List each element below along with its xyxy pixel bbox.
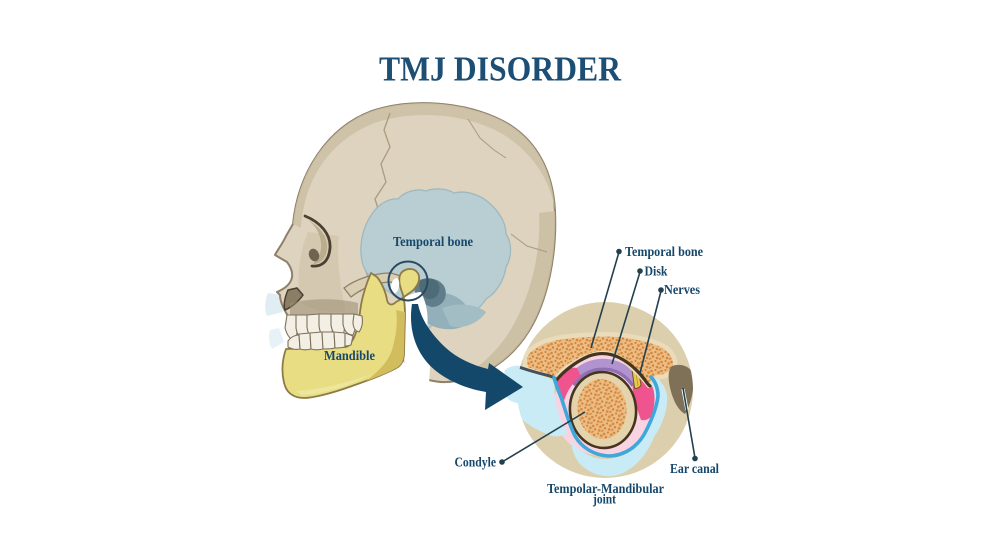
svg-text:Temporal bone: Temporal bone <box>393 235 473 250</box>
svg-text:Temporal bone: Temporal bone <box>625 244 703 259</box>
svg-text:Tempolar-Mandibular: Tempolar-Mandibular <box>547 482 664 497</box>
svg-text:Nerves: Nerves <box>664 282 700 297</box>
svg-text:Disk: Disk <box>645 264 668 279</box>
svg-text:Mandible: Mandible <box>324 348 375 363</box>
svg-text:Condyle: Condyle <box>455 455 497 470</box>
svg-text:Ear canal: Ear canal <box>670 461 719 476</box>
svg-text:joint: joint <box>592 493 616 508</box>
svg-text:TMJ DISORDER: TMJ DISORDER <box>379 50 622 89</box>
